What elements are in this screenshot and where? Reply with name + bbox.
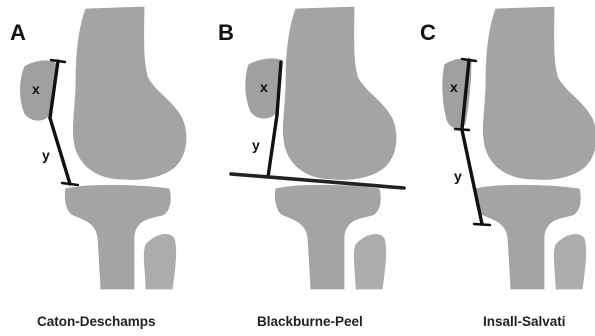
panel-c-y-line	[462, 130, 482, 224]
panel-c-x-label: x	[450, 79, 458, 95]
panel-a-femur	[72, 6, 187, 181]
panel-a: A x y Caton-Deschamps	[10, 6, 187, 329]
panel-c-femur	[482, 6, 595, 181]
panel-b-y-line	[268, 115, 277, 177]
panel-b-femur	[282, 6, 397, 181]
panel-b-x-label: x	[260, 79, 268, 95]
panel-b-letter: B	[218, 20, 234, 45]
panel-c-letter: C	[420, 20, 436, 45]
panel-c-y-bottom-tick	[474, 224, 490, 225]
panel-a-caption: Caton-Deschamps	[37, 314, 156, 329]
panel-b: B x y Blackburne-Peel	[218, 6, 404, 329]
panel-c-y-label: y	[454, 168, 462, 184]
panel-c: C x y Insall-Salvati	[420, 6, 595, 329]
panel-c-caption: Insall-Salvati	[483, 314, 566, 329]
panel-a-y-line	[50, 118, 70, 184]
panel-a-letter: A	[10, 20, 26, 45]
panel-b-y-label: y	[252, 137, 260, 153]
panel-b-caption: Blackburne-Peel	[257, 314, 363, 329]
panel-c-tibia	[474, 184, 586, 290]
panel-b-tibia	[274, 184, 386, 290]
panel-a-y-label: y	[42, 147, 50, 163]
panel-a-y-bottom-tick	[62, 183, 78, 185]
panel-a-tibia	[64, 184, 176, 290]
panel-a-x-label: x	[32, 81, 40, 97]
